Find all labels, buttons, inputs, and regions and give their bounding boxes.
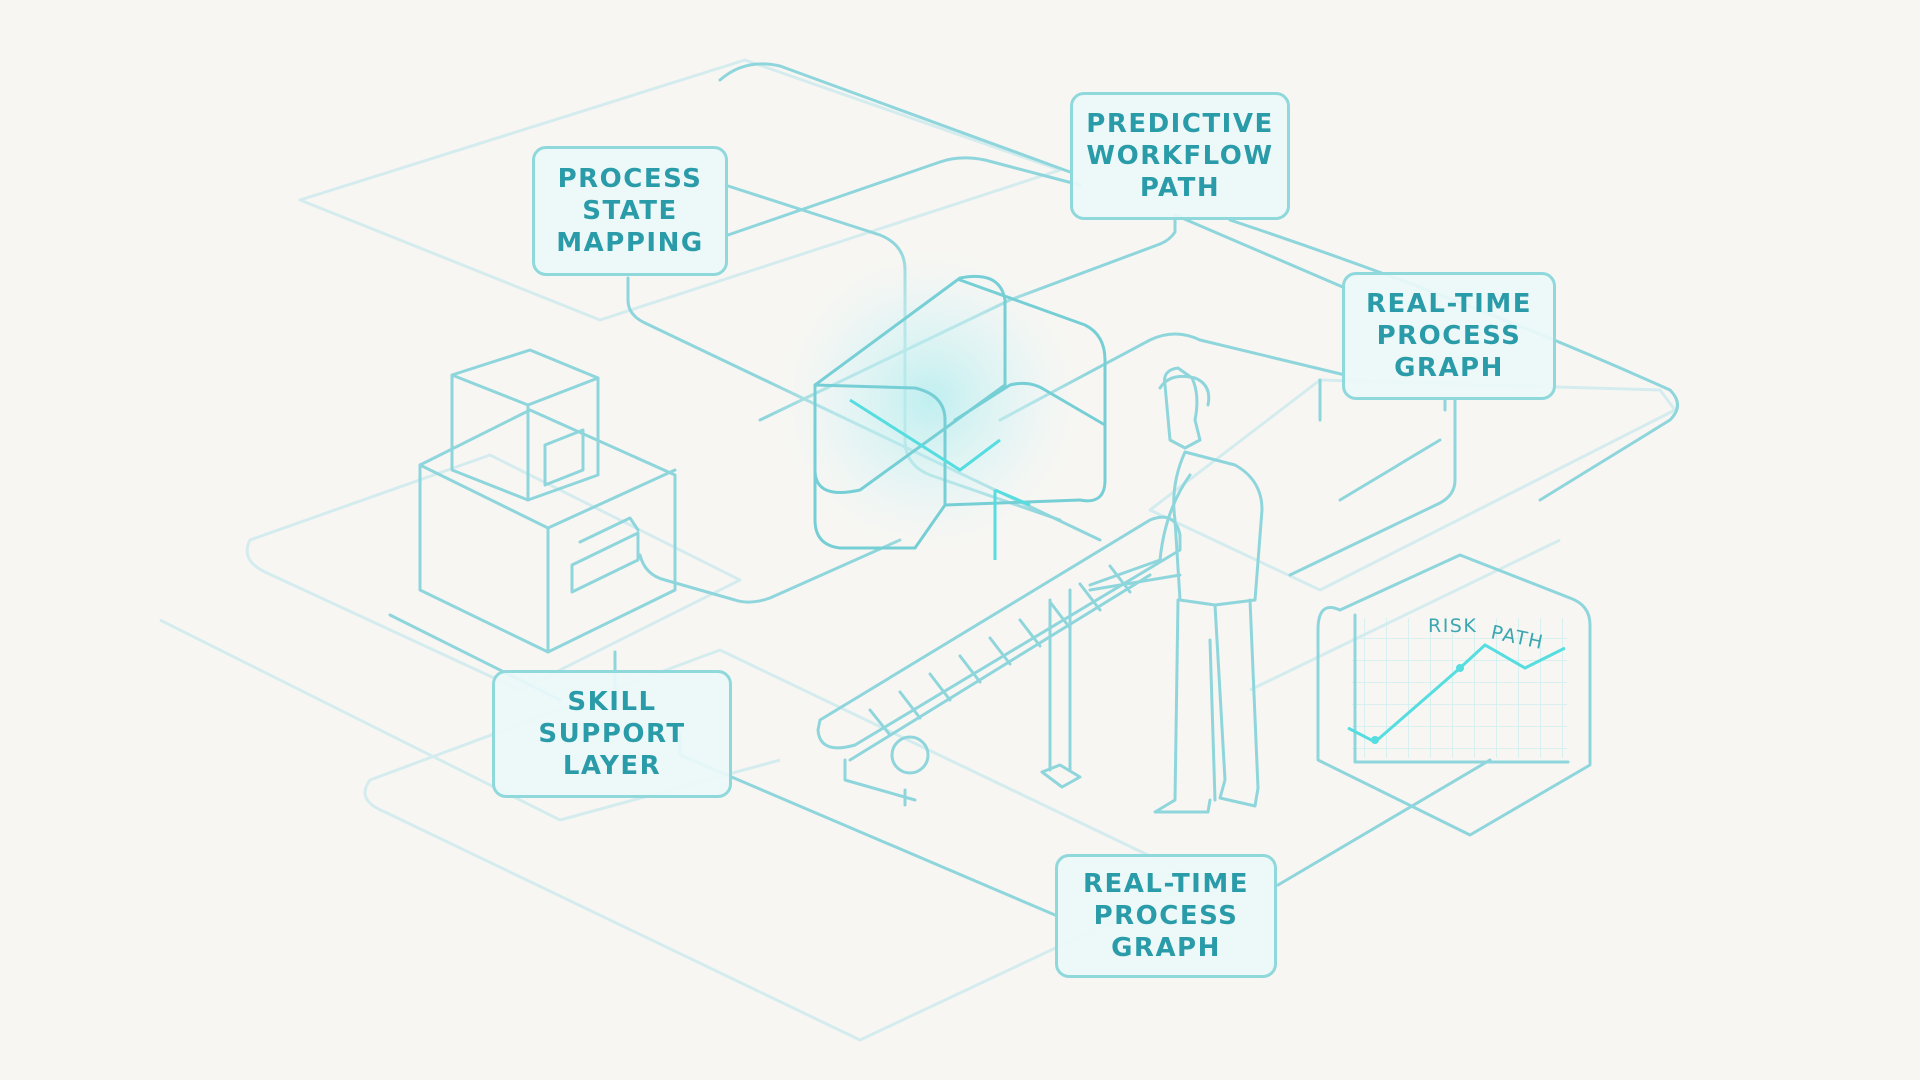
person-figure — [1088, 366, 1264, 814]
label-real-time-process-graph-bottom: REAL-TIME PROCESS GRAPH — [1055, 854, 1277, 978]
connector-lines — [388, 62, 1679, 917]
label-process-state-mapping: PROCESS STATE MAPPING — [532, 146, 728, 276]
label-skill-support-layer: SKILL SUPPORT LAYER — [492, 670, 732, 798]
machine-device — [418, 348, 677, 672]
conveyor-belt — [816, 515, 1182, 807]
label-predictive-workflow-path: PREDICTIVE WORKFLOW PATH — [1070, 92, 1290, 220]
risk-path-chart: RISK PATH — [1316, 553, 1592, 837]
label-real-time-process-graph-top: REAL-TIME PROCESS GRAPH — [1342, 272, 1556, 400]
central-cube — [770, 240, 1107, 560]
risk-label: RISK — [1428, 615, 1477, 637]
